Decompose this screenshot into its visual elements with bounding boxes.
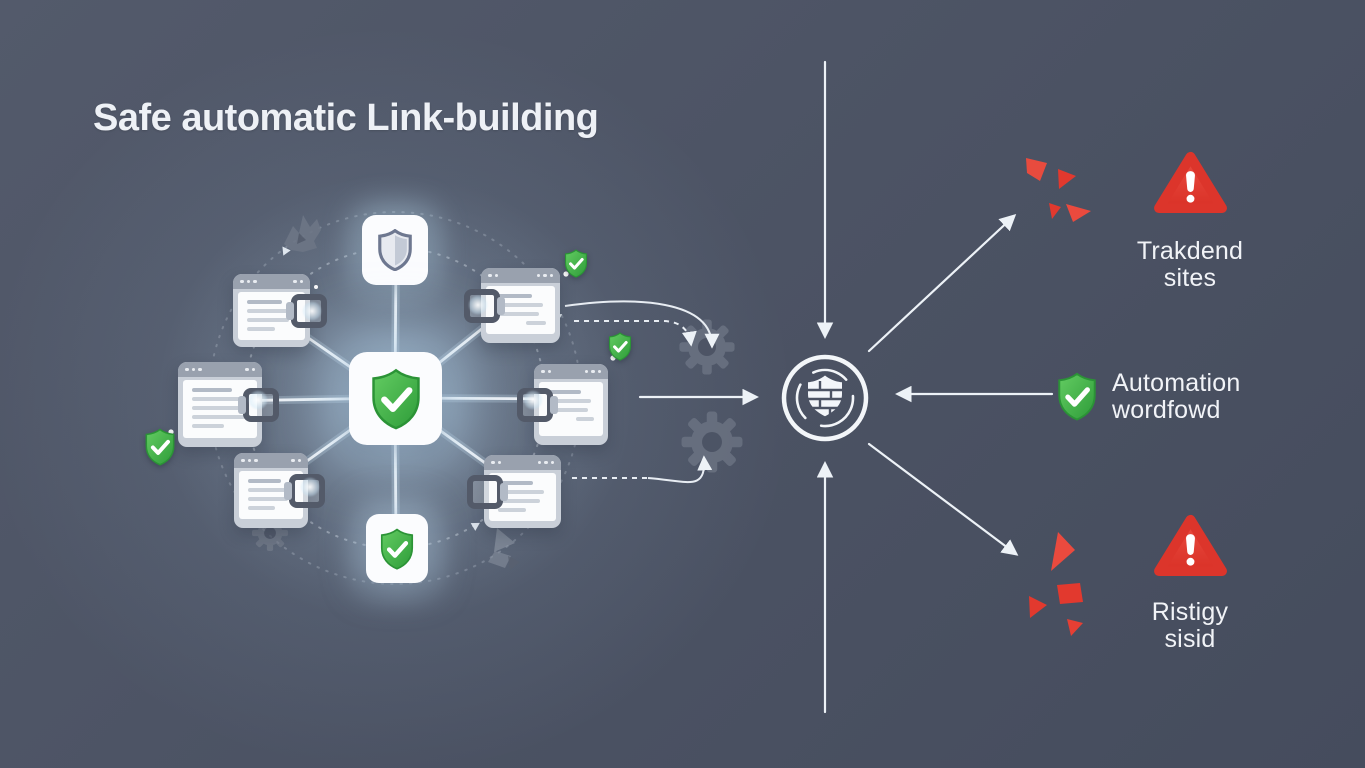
browser-window-card [178, 362, 279, 447]
browser-window-card [467, 455, 561, 528]
shield-check-badge-icon [607, 332, 633, 366]
red-shards-top [1026, 158, 1091, 222]
link-glow [468, 295, 488, 315]
browser-titlebar [234, 453, 308, 468]
outcome-blocked-top: Trakdend sites [1118, 148, 1262, 291]
hub-node-top [362, 215, 428, 285]
outcome-label-line1: Trakdend [1136, 237, 1244, 265]
browser-window-card [464, 268, 560, 343]
flow-arrows [638, 60, 1054, 714]
hub-node-bottom [366, 514, 428, 583]
outcome-label: Automation wordfowd [1112, 370, 1240, 423]
shield-scan-circle-icon [781, 354, 869, 442]
shield-check-badge-icon [563, 249, 589, 283]
link-glow [248, 390, 268, 410]
debris-artifact [488, 528, 520, 570]
outcome-safe: Automation wordfowd [1055, 370, 1240, 423]
browser-titlebar [484, 455, 561, 470]
outcome-label: Trakdend sites [1118, 238, 1262, 291]
outcome-label: Ristigy sisid [1118, 599, 1262, 652]
outcome-label-line1: Automation [1112, 369, 1241, 397]
shield-check-badge-icon [143, 428, 177, 471]
outcome-label-line2: sisid [1164, 624, 1216, 653]
outcome-blocked-bottom: Ristigy sisid [1118, 511, 1262, 652]
shield-check-icon [1055, 372, 1099, 421]
link-clip-icon [467, 474, 508, 509]
shield-outline-icon [376, 229, 414, 271]
outcome-label-line2: wordfowd [1112, 395, 1221, 424]
shield-grid-icon [808, 375, 842, 417]
cursor-artifact [284, 215, 321, 252]
browser-window-card [517, 364, 608, 445]
warning-triangle-icon [1153, 511, 1228, 578]
browser-window-card [233, 274, 327, 347]
gear-connectors [564, 300, 720, 484]
link-glow [523, 390, 543, 410]
link-clip-icon [464, 288, 505, 323]
arrow-processor-to-blocked-bottom [867, 442, 1019, 556]
red-shards-bottom [1029, 532, 1083, 636]
browser-titlebar [534, 364, 608, 379]
link-glow [302, 301, 322, 321]
outcome-label-line1: Ristigy [1151, 598, 1229, 626]
hub-node-center [349, 352, 442, 445]
arrow-processor-to-blocked-top [867, 213, 1017, 353]
shield-check-icon [368, 368, 424, 430]
gear-icon [681, 411, 743, 473]
browser-titlebar [233, 274, 310, 289]
page-title: Safe automatic Link-building [93, 97, 599, 140]
browser-titlebar [178, 362, 262, 377]
warning-triangle-icon [1153, 148, 1228, 215]
browser-window-card [234, 453, 325, 528]
shield-check-icon [378, 528, 416, 570]
browser-titlebar [481, 268, 560, 283]
link-glow [300, 477, 320, 497]
outcome-label-line2: sites [1163, 263, 1217, 292]
